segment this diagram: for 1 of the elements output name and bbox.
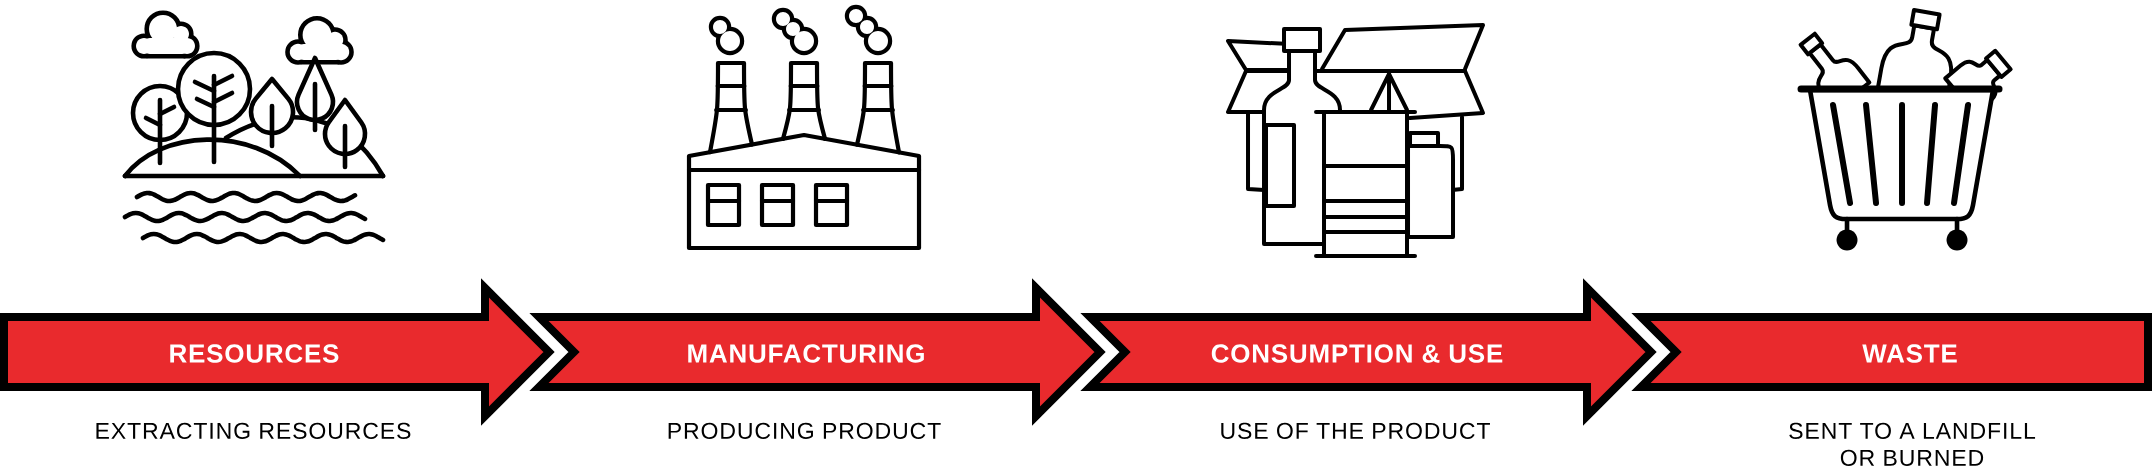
description-text: SENT TO A LANDFILL OR BURNED [1789, 422, 2036, 466]
